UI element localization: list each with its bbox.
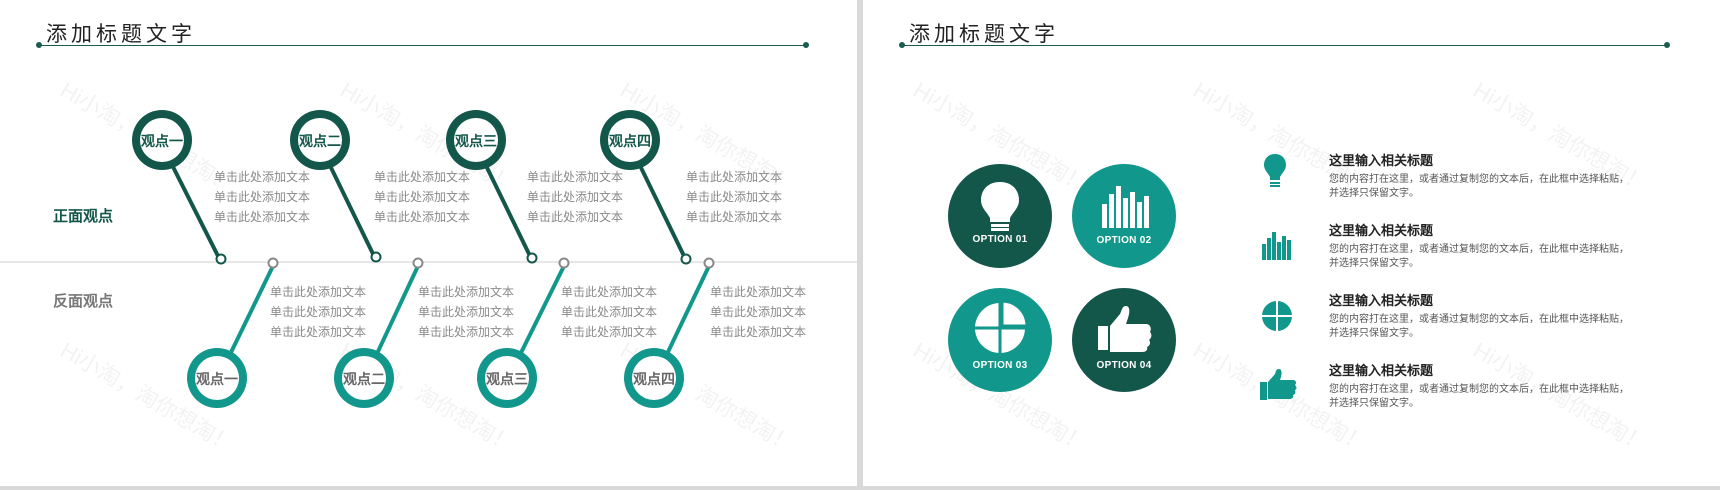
title-line-dot [1664, 42, 1670, 48]
option-circle-3[interactable]: OPTION 03 [948, 288, 1052, 392]
item-description: 您的内容打在这里，或者通过复制您的文本后，在此框中选择粘贴， 并选择只保留文字。 [1329, 383, 1659, 411]
title-line-dot [803, 42, 809, 48]
text-line: 单击此处添加文本 [270, 305, 367, 319]
text-line: 单击此处添加文本 [710, 325, 807, 339]
bar-chart-icon [1102, 186, 1149, 228]
text-line: 单击此处添加文本 [710, 305, 807, 319]
description-line: 并选择只保留文字。 [1329, 398, 1419, 409]
top-pin-label: 观点三 [455, 133, 497, 149]
bottom-pin-3 [477, 257, 570, 408]
bottom-pin-1 [187, 257, 279, 408]
item-title: 这里输入相关标题 [1329, 363, 1434, 378]
text-block[interactable]: 单击此处添加文本 单击此处添加文本 单击此处添加文本 [214, 167, 310, 227]
description-line: 并选择只保留文字。 [1329, 188, 1419, 199]
top-pin-2 [290, 110, 382, 263]
text-line: 单击此处添加文本 [374, 170, 471, 184]
lightbulb-icon [981, 182, 1019, 231]
text-line: 单击此处添加文本 [214, 210, 311, 224]
text-block[interactable]: 单击此处添加文本 单击此处添加文本 单击此处添加文本 [686, 167, 782, 227]
text-line: 单击此处添加文本 [418, 325, 515, 339]
text-line: 单击此处添加文本 [686, 190, 783, 204]
bottom-pin-label: 观点二 [343, 371, 385, 387]
item-title: 这里输入相关标题 [1329, 223, 1434, 238]
item-title: 这里输入相关标题 [1329, 293, 1434, 308]
text-line: 单击此处添加文本 [686, 170, 783, 184]
lightbulb-icon [1264, 154, 1286, 187]
text-line: 单击此处添加文本 [214, 170, 311, 184]
text-line: 单击此处添加文本 [270, 325, 367, 339]
text-block[interactable]: 单击此处添加文本 单击此处添加文本 单击此处添加文本 [374, 167, 470, 227]
bottom-pin-4 [624, 257, 715, 408]
title-underline [902, 45, 1668, 46]
text-line: 单击此处添加文本 [418, 285, 515, 299]
title-underline [39, 45, 807, 46]
pin-timeline [0, 110, 857, 408]
text-block[interactable]: 单击此处添加文本 单击此处添加文本 单击此处添加文本 [418, 282, 514, 342]
item-title: 这里输入相关标题 [1329, 153, 1434, 168]
option-label: OPTION 03 [972, 360, 1028, 371]
description-line: 您的内容打在这里，或者通过复制您的文本后，在此框中选择粘贴， [1329, 384, 1629, 395]
item-description: 您的内容打在这里，或者通过复制您的文本后，在此框中选择粘贴， 并选择只保留文字。 [1329, 313, 1659, 341]
option-circle-4[interactable]: OPTION 04 [1072, 288, 1176, 392]
pie-chart-icon [1262, 301, 1292, 331]
page-title: 添加标题文字 [909, 23, 1059, 46]
bottom-pin-2 [334, 257, 424, 408]
option-label: OPTION 02 [1096, 235, 1152, 246]
bar-chart-icon [1262, 232, 1291, 260]
top-pin-label: 观点一 [141, 133, 183, 149]
negative-label: 反面观点 [53, 293, 114, 310]
thumbs-up-icon [1098, 306, 1152, 352]
text-line: 单击此处添加文本 [214, 190, 311, 204]
text-line: 单击此处添加文本 [527, 170, 624, 184]
option-circle-1[interactable]: OPTION 01 [948, 164, 1052, 268]
text-block[interactable]: 单击此处添加文本 单击此处添加文本 单击此处添加文本 [561, 282, 657, 342]
top-pin-4 [600, 110, 692, 265]
bottom-pin-label: 观点三 [486, 371, 528, 387]
text-line: 单击此处添加文本 [527, 190, 624, 204]
positive-label: 正面观点 [53, 208, 114, 225]
text-line: 单击此处添加文本 [418, 305, 515, 319]
description-line: 并选择只保留文字。 [1329, 328, 1419, 339]
slide-right: Hi小淘，淘你想淘！ Hi小淘，淘你想淘！ Hi小淘，淘你想淘！ Hi小淘，淘你… [863, 0, 1720, 486]
text-line: 单击此处添加文本 [710, 285, 807, 299]
text-block[interactable]: 单击此处添加文本 单击此处添加文本 单击此处添加文本 [527, 167, 623, 227]
option-label: OPTION 04 [1096, 360, 1152, 371]
text-line: 单击此处添加文本 [561, 305, 658, 319]
description-line: 并选择只保留文字。 [1329, 258, 1419, 269]
text-line: 单击此处添加文本 [527, 210, 624, 224]
text-block[interactable]: 单击此处添加文本 单击此处添加文本 单击此处添加文本 [270, 282, 366, 342]
text-line: 单击此处添加文本 [561, 285, 658, 299]
item-description: 您的内容打在这里，或者通过复制您的文本后，在此框中选择粘贴， 并选择只保留文字。 [1329, 243, 1659, 271]
thumbs-up-icon [1260, 369, 1297, 400]
option-circle-2[interactable]: OPTION 02 [1072, 164, 1176, 268]
text-line: 单击此处添加文本 [374, 210, 471, 224]
text-line: 单击此处添加文本 [561, 325, 658, 339]
description-line: 您的内容打在这里，或者通过复制您的文本后，在此框中选择粘贴， [1329, 314, 1629, 325]
bottom-pin-label: 观点四 [633, 371, 675, 387]
description-line: 您的内容打在这里，或者通过复制您的文本后，在此框中选择粘贴， [1329, 244, 1629, 255]
pie-chart-icon [975, 299, 1029, 353]
item-description: 您的内容打在这里，或者通过复制您的文本后，在此框中选择粘贴， 并选择只保留文字。 [1329, 173, 1659, 201]
page-title: 添加标题文字 [46, 23, 196, 46]
slide-left: Hi小淘，淘你想淘！ Hi小淘，淘你想淘！ Hi小淘，淘你想淘！ Hi小淘，淘你… [0, 0, 857, 486]
top-pin-label: 观点二 [299, 133, 341, 149]
option-label: OPTION 01 [972, 234, 1028, 245]
top-pin-1 [132, 110, 227, 265]
text-line: 单击此处添加文本 [686, 210, 783, 224]
description-line: 您的内容打在这里，或者通过复制您的文本后，在此框中选择粘贴， [1329, 174, 1629, 185]
text-line: 单击此处添加文本 [270, 285, 367, 299]
top-pin-label: 观点四 [609, 133, 651, 149]
bottom-pin-label: 观点一 [196, 371, 238, 387]
text-line: 单击此处添加文本 [374, 190, 471, 204]
text-block[interactable]: 单击此处添加文本 单击此处添加文本 单击此处添加文本 [710, 282, 806, 342]
top-pin-3 [446, 110, 538, 264]
